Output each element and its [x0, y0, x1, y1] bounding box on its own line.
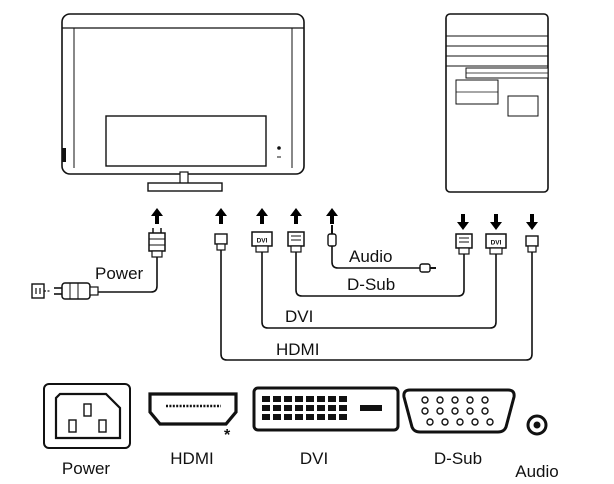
pc-tower-icon [446, 14, 548, 192]
dsub-pin-hole [437, 408, 443, 414]
dvi-pin [306, 396, 314, 402]
dsub-pin-hole [482, 397, 488, 403]
dsub-port-icon [404, 390, 514, 432]
dvi-port-icon [254, 388, 398, 430]
dvi-pin [339, 414, 347, 420]
dvi-port-label: DVI [300, 449, 328, 468]
dvi-pin [306, 414, 314, 420]
dvi-cable-label: DVI [285, 307, 313, 326]
dvi-pin [317, 405, 325, 411]
dsub-pin-hole [467, 397, 473, 403]
dsub-pin-hole [452, 408, 458, 414]
dvi-plug-icon: DVI [252, 232, 272, 252]
dsub-plug-icon [288, 232, 304, 252]
wall-outlet-icon [32, 284, 50, 298]
audio-port-icon [528, 416, 546, 434]
dvi-pin [339, 396, 347, 402]
dvi-pin [328, 396, 336, 402]
dsub-pin-hole [452, 397, 458, 403]
dvi-pin [273, 396, 281, 402]
dvi-pin [284, 396, 292, 402]
hdmi-cable [221, 250, 532, 360]
arrow-up-icon [151, 208, 163, 224]
dsub-plug-icon [456, 234, 472, 254]
dsub-pin-hole [422, 397, 428, 403]
dsub-pin-hole [487, 419, 493, 425]
arrow-down-icon [526, 214, 538, 230]
arrow-up-icon [290, 208, 302, 224]
power-port-icon [44, 384, 130, 448]
dvi-pin [284, 414, 292, 420]
hdmi-footnote-mark: * [224, 427, 231, 444]
power-port-label: Power [62, 459, 111, 478]
dvi-pin [339, 405, 347, 411]
hdmi-plug-icon [526, 236, 538, 252]
dsub-pin-hole [482, 408, 488, 414]
dvi-pin [317, 396, 325, 402]
arrow-up-icon [215, 208, 227, 224]
dsub-pin-hole [442, 419, 448, 425]
dvi-plug-icon: DVI [486, 234, 506, 254]
dvi-pin [306, 405, 314, 411]
power-plug-icon [149, 228, 165, 257]
dvi-pin [328, 405, 336, 411]
dsub-port-label: D-Sub [434, 449, 482, 468]
dsub-pin-hole [472, 419, 478, 425]
dvi-pin [262, 414, 270, 420]
hdmi-port-label: HDMI [170, 449, 213, 468]
monitor-rear-icon [62, 14, 304, 174]
arrow-up-icon [256, 208, 268, 224]
dvi-pin [273, 405, 281, 411]
arrow-down-icon [457, 214, 469, 230]
dvi-pin [295, 414, 303, 420]
audio-plug-icon [328, 225, 336, 246]
hdmi-plug-icon [215, 234, 227, 250]
arrow-down-icon [490, 214, 502, 230]
ac-plug-icon [54, 283, 98, 299]
arrow-up-icon [326, 208, 338, 224]
dvi-pin [295, 405, 303, 411]
dvi-pin [284, 405, 292, 411]
audio-port-label: Audio [515, 462, 558, 481]
dvi-pin [262, 396, 270, 402]
power-cable-label: Power [95, 264, 144, 283]
dvi-plug-tag: DVI [491, 240, 502, 247]
dvi-pin [295, 396, 303, 402]
hdmi-port-icon [150, 394, 236, 424]
dsub-pin-hole [467, 408, 473, 414]
dsub-pin-hole [422, 408, 428, 414]
dsub-pin-hole [427, 419, 433, 425]
audio-cable-label: Audio [349, 247, 392, 266]
dsub-pin-hole [457, 419, 463, 425]
hdmi-cable-label: HDMI [276, 340, 319, 359]
audio-plug-end-icon [420, 264, 436, 272]
dvi-pin [317, 414, 325, 420]
dvi-pin [273, 414, 281, 420]
monitor-stand-icon [148, 172, 222, 191]
dvi-pin [262, 405, 270, 411]
dvi-pin [328, 414, 336, 420]
dsub-pin-hole [437, 397, 443, 403]
dvi-plug-tag: DVI [257, 238, 268, 245]
dsub-cable-label: D-Sub [347, 275, 395, 294]
